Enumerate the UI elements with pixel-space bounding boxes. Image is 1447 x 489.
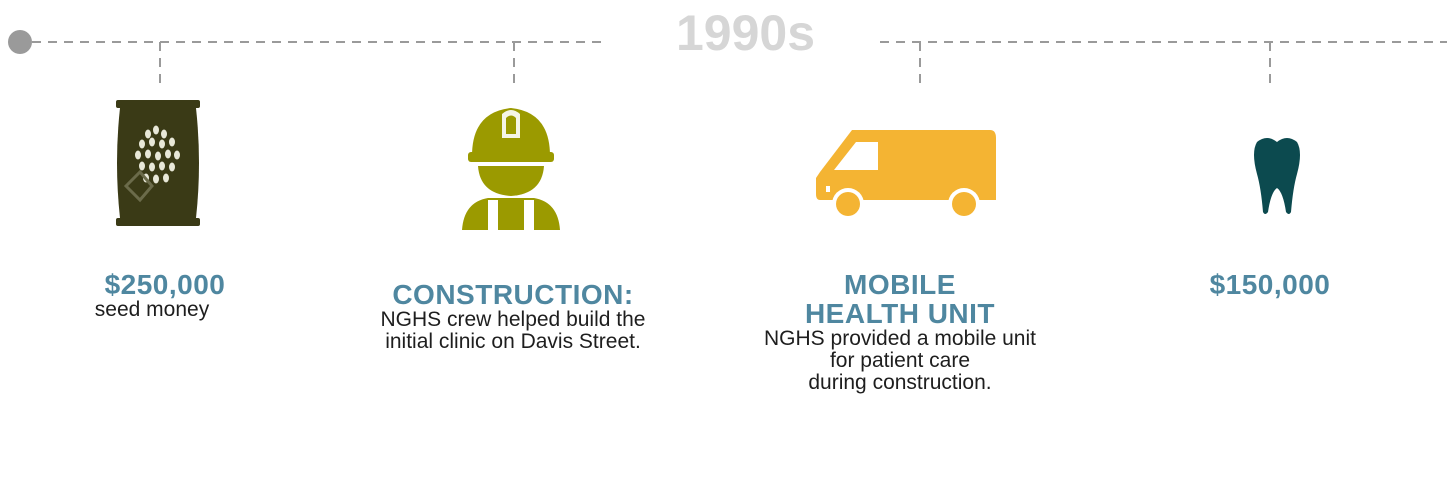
seed-packet-icon <box>116 100 200 226</box>
milestone-description: NGHS provided a mobile unit for patient … <box>764 327 1036 394</box>
milestone-mobile-health-unit: MOBILE HEALTH UNIT NGHS provided a mobil… <box>725 270 1075 394</box>
milestone-description: NGHS crew helped build the initial clini… <box>380 308 646 353</box>
milestone-seed-money: $250,000 seed money <box>40 270 290 321</box>
milestone-dental-funding: $150,000 <box>1165 270 1375 299</box>
milestone-headline: $250,000 <box>104 269 226 300</box>
timeline-line <box>8 30 1447 90</box>
tooth-icon <box>1254 138 1300 214</box>
decade-label: 1990s <box>676 5 816 61</box>
milestone-headline: MOBILE HEALTH UNIT <box>804 269 996 329</box>
construction-worker-icon <box>462 108 560 230</box>
timeline-start-dot <box>8 30 32 54</box>
milestone-headline: $150,000 <box>1209 269 1331 300</box>
milestone-construction: CONSTRUCTION: NGHS crew helped build the… <box>338 280 688 353</box>
milestone-headline: CONSTRUCTION: <box>392 279 634 310</box>
van-icon <box>816 130 996 220</box>
milestone-description: seed money <box>94 298 210 321</box>
